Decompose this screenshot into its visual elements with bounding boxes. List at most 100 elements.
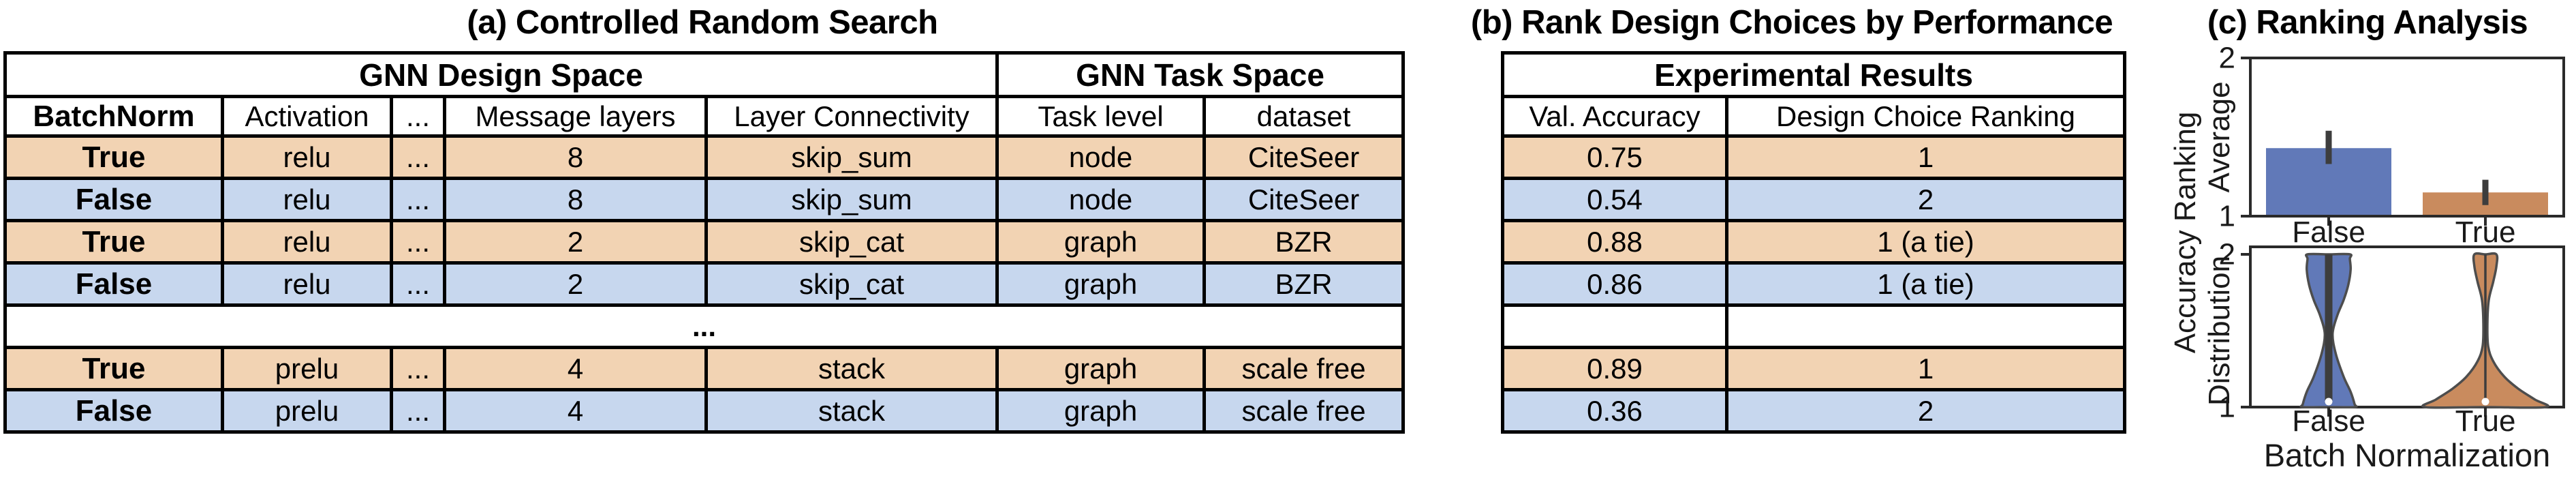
- column-header: BatchNorm: [3, 95, 224, 138]
- cell: True: [3, 346, 224, 391]
- cell: node: [995, 177, 1207, 222]
- gap-row: ...: [3, 303, 1406, 349]
- cell: True: [3, 219, 224, 265]
- x-tick-label: True: [2455, 215, 2516, 249]
- cell: 1 (a tie): [1725, 219, 2126, 265]
- cell: graph: [995, 346, 1207, 391]
- cell: ...: [390, 261, 446, 307]
- violin-median-dot: [2325, 398, 2333, 406]
- column-header: Message layers: [443, 95, 708, 138]
- cell: True: [3, 134, 224, 180]
- cell: 0.54: [1501, 177, 1728, 222]
- cell: ...: [390, 177, 446, 222]
- cell: stack: [704, 388, 999, 434]
- cell: prelu: [221, 388, 393, 434]
- cell: 4: [443, 346, 708, 391]
- y-tick-label: 2: [2219, 238, 2235, 271]
- cell: graph: [995, 388, 1207, 434]
- cell: [1725, 303, 2126, 349]
- cell: relu: [221, 177, 393, 222]
- cell: relu: [221, 261, 393, 307]
- column-header: Task level: [995, 95, 1207, 138]
- cell: 2: [1725, 388, 2126, 434]
- cell: graph: [995, 219, 1207, 265]
- column-header: dataset: [1202, 95, 1406, 138]
- group-header: GNN Design Space: [3, 51, 999, 98]
- x-tick-label: False: [2292, 404, 2365, 438]
- cell: skip_cat: [704, 219, 999, 265]
- top-plot-box: [2249, 57, 2565, 218]
- cell: 8: [443, 134, 708, 180]
- group-header: GNN Task Space: [995, 51, 1406, 98]
- cell: 2: [443, 219, 708, 265]
- gap-row: [1501, 303, 2126, 349]
- ellipsis-cell: ...: [3, 303, 1406, 349]
- column-header: Activation: [221, 95, 393, 138]
- cell: skip_sum: [704, 177, 999, 222]
- cell: relu: [221, 219, 393, 265]
- violin-inner-box: [2325, 254, 2333, 403]
- ylabel-distribution: Distribution: [2203, 256, 2236, 406]
- cell: CiteSeer: [1202, 134, 1406, 180]
- cell: 8: [443, 177, 708, 222]
- x-tick-label: True: [2455, 404, 2516, 438]
- ylabel-average: Average: [2203, 81, 2236, 192]
- cell: relu: [221, 134, 393, 180]
- cell: CiteSeer: [1202, 177, 1406, 222]
- cell: ...: [390, 134, 446, 180]
- panel-a-title: (a) Controlled Random Search: [467, 4, 938, 41]
- cell: ...: [390, 346, 446, 391]
- cell: 0.75: [1501, 134, 1728, 180]
- ylabel-accuracy-ranking: Accuracy Ranking: [2169, 112, 2202, 354]
- bottom-plot-box: [2249, 245, 2565, 408]
- cell: node: [995, 134, 1207, 180]
- cell: 2: [443, 261, 708, 307]
- cell: stack: [704, 346, 999, 391]
- cell: scale free: [1202, 388, 1406, 434]
- cell: skip_cat: [704, 261, 999, 307]
- y-tick-label: 1: [2219, 391, 2235, 424]
- cell: 1 (a tie): [1725, 261, 2126, 307]
- cell: scale free: [1202, 346, 1406, 391]
- column-header: Design Choice Ranking: [1725, 95, 2126, 138]
- cell: prelu: [221, 346, 393, 391]
- cell: BZR: [1202, 261, 1406, 307]
- cell: False: [3, 177, 224, 222]
- x-tick-label: False: [2292, 215, 2365, 249]
- column-header: Val. Accuracy: [1501, 95, 1728, 138]
- cell: False: [3, 388, 224, 434]
- group-header: Experimental Results: [1501, 51, 2126, 98]
- cell: graph: [995, 261, 1207, 307]
- column-header: ...: [390, 95, 446, 138]
- cell: ...: [390, 219, 446, 265]
- cell: 0.89: [1501, 346, 1728, 391]
- cell: ...: [390, 388, 446, 434]
- x-axis-label: Batch Normalization: [2264, 437, 2551, 473]
- cell: False: [3, 261, 224, 307]
- y-tick-label: 2: [2219, 42, 2235, 75]
- cell: 4: [443, 388, 708, 434]
- cell: BZR: [1202, 219, 1406, 265]
- y-tick-label: 1: [2219, 200, 2235, 233]
- panel-b-title: (b) Rank Design Choices by Performance: [1470, 4, 2113, 41]
- cell: 1: [1725, 134, 2126, 180]
- column-header: Layer Connectivity: [704, 95, 999, 138]
- cell: 2: [1725, 177, 2126, 222]
- panel-c-title: (c) Ranking Analysis: [2207, 4, 2528, 41]
- cell: 0.88: [1501, 219, 1728, 265]
